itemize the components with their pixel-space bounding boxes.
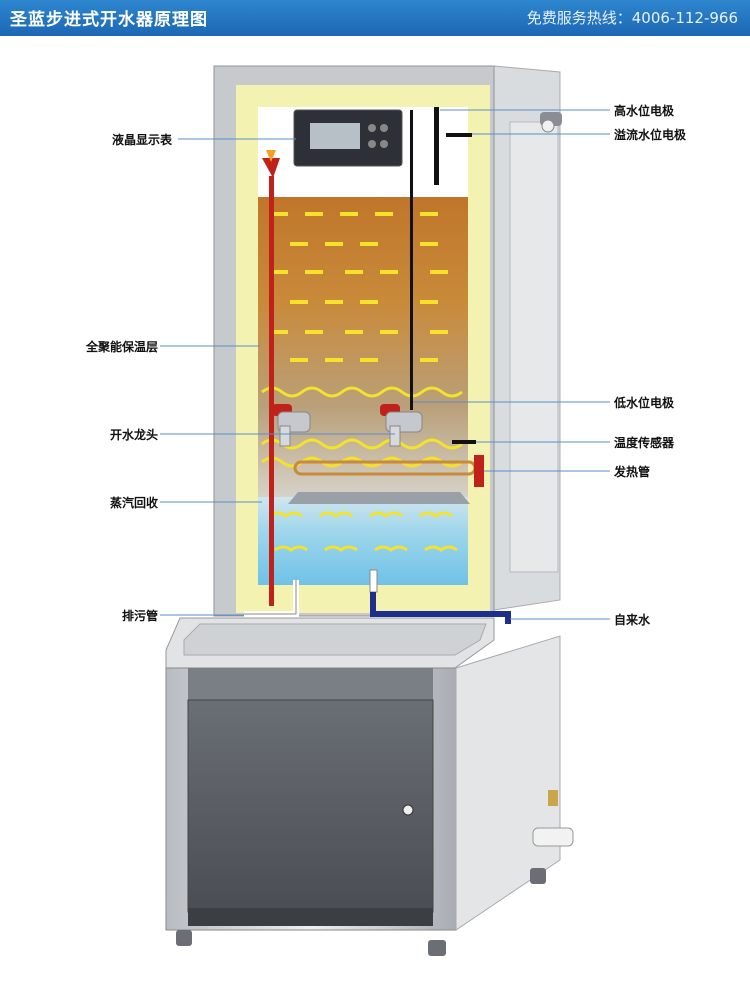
label-boiling-tap: 开水龙头 xyxy=(109,428,158,442)
overflow-electrode xyxy=(446,133,472,137)
boiling-tap-right xyxy=(380,404,423,447)
cold-water-zone xyxy=(258,497,468,585)
cabinet-door xyxy=(187,699,434,913)
low-level-electrode xyxy=(410,110,413,410)
label-tap-water: 自来水 xyxy=(614,613,651,627)
leader-lines xyxy=(160,109,610,620)
label-high-level-electrode: 高水位电极 xyxy=(614,104,675,118)
boiling-tap-left xyxy=(272,404,311,447)
body-side-panel xyxy=(493,65,561,611)
hot-water-dashes xyxy=(270,212,448,362)
label-overflow-electrode: 溢流水位电极 xyxy=(614,128,687,142)
side-fitting xyxy=(540,112,562,133)
high-level-electrode xyxy=(434,107,439,185)
service-hotline: 免费服务热线：4006-112-966 xyxy=(526,9,738,27)
page-title: 圣蓝步进式开水器原理图 xyxy=(10,10,208,30)
water-boiler-diagram xyxy=(160,65,610,956)
label-insulation-layer: 全聚能保温层 xyxy=(85,340,158,354)
label-steam-recovery: 蒸汽回收 xyxy=(109,496,158,510)
temp-sensor xyxy=(452,440,476,444)
label-heating-tube: 发热管 xyxy=(614,465,651,479)
label-low-level-electrode: 低水位电极 xyxy=(614,396,675,410)
drain-fittings xyxy=(532,790,574,847)
tap-water-inlet xyxy=(369,569,511,624)
heating-tube-terminal xyxy=(474,455,484,487)
heater-plate xyxy=(288,492,470,504)
label-lcd-display: 液晶显示表 xyxy=(111,133,172,147)
label-drain-pipe: 排污管 xyxy=(121,609,158,623)
lcd-display xyxy=(293,109,403,167)
door-lock-icon xyxy=(402,804,414,816)
feet xyxy=(176,868,546,956)
drip-tray xyxy=(165,617,495,669)
steam-recovery-pipe xyxy=(262,150,280,606)
cold-water-waves xyxy=(269,511,458,552)
cabinet xyxy=(165,635,561,931)
header-bar: 圣蓝步进式开水器原理图 免费服务热线：4006-112-966 xyxy=(0,0,750,36)
label-temp-sensor: 温度传感器 xyxy=(614,436,675,450)
